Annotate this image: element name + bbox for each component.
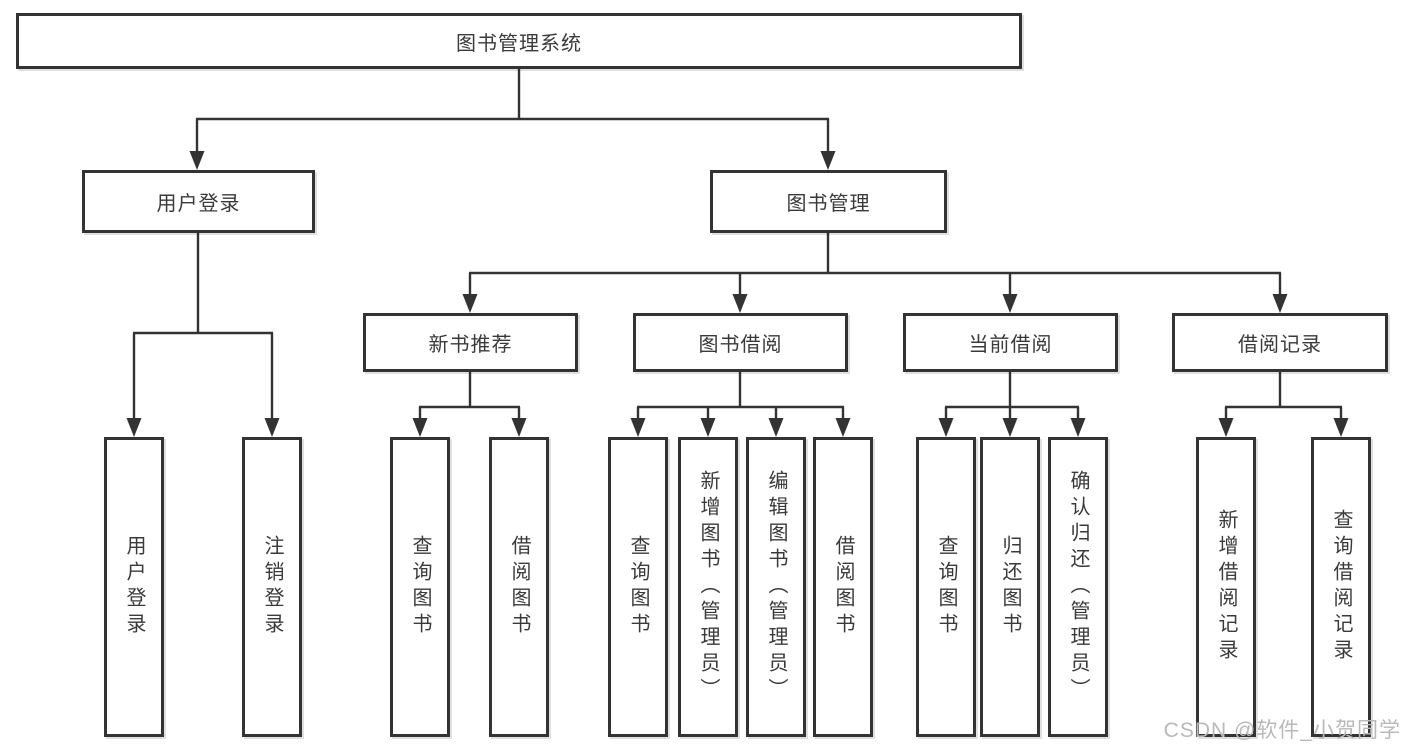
leaf-add-book-admin-label: 新增图书（管理员） (697, 470, 719, 704)
leaf-confirm-return-admin: 确认归还（管理员） (1048, 437, 1108, 737)
leaf-query-books-current: 查询图书 (916, 437, 976, 737)
leaf-borrow-books-recommend-label: 借阅图书 (508, 535, 530, 639)
node-book-borrow-label: 图书借阅 (698, 334, 783, 356)
node-current-borrow-label: 当前借阅 (968, 334, 1053, 356)
leaf-query-books-recommend: 查询图书 (390, 437, 450, 737)
leaf-confirm-return-admin-label: 确认归还（管理员） (1067, 470, 1089, 704)
node-new-book-recommend-label: 新书推荐 (428, 334, 513, 356)
leaf-borrow-book: 借阅图书 (813, 437, 873, 737)
node-user-login: 用户登录 (82, 170, 315, 233)
leaf-add-borrow-record: 新增借阅记录 (1196, 437, 1256, 737)
leaf-query-borrow-record-label: 查询借阅记录 (1330, 509, 1352, 665)
leaf-add-book-admin: 新增图书（管理员） (678, 437, 738, 737)
leaf-borrow-books-recommend: 借阅图书 (489, 437, 549, 737)
leaf-logout-label: 注销登录 (261, 535, 283, 639)
leaf-user-login-label: 用户登录 (123, 535, 145, 639)
leaf-user-login: 用户登录 (104, 437, 164, 737)
node-borrow-records-label: 借阅记录 (1238, 334, 1322, 356)
leaf-query-books-current-label: 查询图书 (935, 535, 957, 639)
csdn-watermark: CSDN @软件_小贺同学 (1163, 719, 1401, 742)
node-current-borrow: 当前借阅 (903, 313, 1118, 372)
node-borrow-records: 借阅记录 (1172, 313, 1388, 372)
leaf-return-book: 归还图书 (980, 437, 1040, 737)
node-book-borrow: 图书借阅 (633, 313, 848, 372)
leaf-query-books-recommend-label: 查询图书 (409, 535, 431, 639)
leaf-query-books-borrow: 查询图书 (608, 437, 668, 737)
leaf-edit-book-admin-label: 编辑图书（管理员） (765, 470, 787, 704)
node-book-management: 图书管理 (710, 170, 947, 233)
node-user-login-label: 用户登录 (156, 193, 241, 215)
leaf-borrow-book-label: 借阅图书 (832, 535, 854, 639)
leaf-query-books-borrow-label: 查询图书 (627, 535, 649, 639)
node-book-management-label: 图书管理 (786, 193, 871, 215)
leaf-query-borrow-record: 查询借阅记录 (1311, 437, 1371, 737)
leaf-return-book-label: 归还图书 (999, 535, 1021, 639)
node-root-label: 图书管理系统 (456, 32, 582, 55)
leaf-logout: 注销登录 (242, 437, 302, 737)
leaf-edit-book-admin: 编辑图书（管理员） (746, 437, 806, 737)
node-root-system: 图书管理系统 (16, 13, 1022, 69)
node-new-book-recommend: 新书推荐 (363, 313, 578, 372)
leaf-add-borrow-record-label: 新增借阅记录 (1215, 509, 1237, 665)
